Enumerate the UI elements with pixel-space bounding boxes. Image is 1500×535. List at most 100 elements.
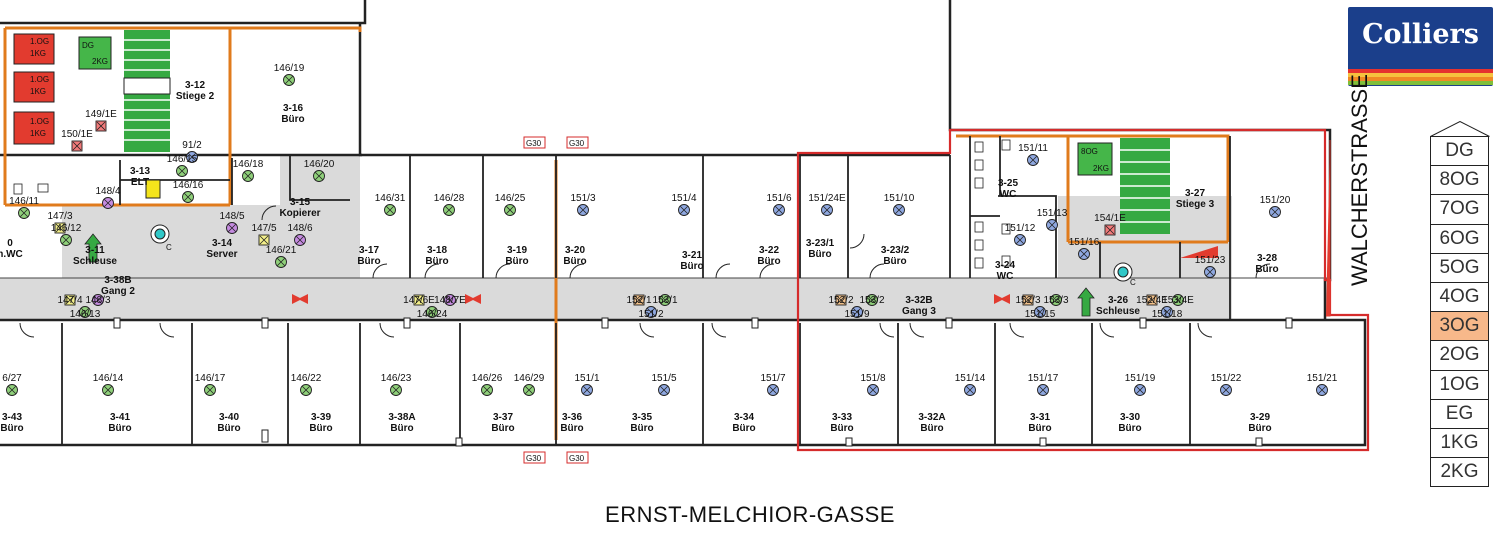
sensor-id: 146/12 xyxy=(51,223,82,234)
detector-symbol xyxy=(79,306,91,318)
floor-3og[interactable]: 3OG xyxy=(1430,312,1489,342)
room-number: 3-34 xyxy=(734,412,754,423)
room-name: Büro xyxy=(1118,423,1141,434)
room-number: 3-23/1 xyxy=(806,238,835,249)
room-name: Gang 3 xyxy=(902,306,936,317)
detector-symbol xyxy=(444,294,456,306)
floor-1og[interactable]: 1OG xyxy=(1430,370,1489,400)
floor-stack-roof xyxy=(1430,121,1490,137)
detector-symbol xyxy=(767,384,779,396)
sensor-id: 147/6E xyxy=(403,295,435,306)
stair-2 xyxy=(123,30,171,152)
sensor-id: 146/18 xyxy=(233,159,264,170)
detector-symbol xyxy=(504,204,516,216)
detector-symbol xyxy=(18,207,30,219)
floor-dg[interactable]: DG xyxy=(1430,136,1489,167)
sensor-id: 151/1 xyxy=(574,373,599,384)
room-number: 3-20 xyxy=(565,245,585,256)
detector-symbol xyxy=(481,384,493,396)
detector-symbol xyxy=(1161,306,1173,318)
floor-2og[interactable]: 2OG xyxy=(1430,341,1489,371)
detector-symbol xyxy=(577,204,589,216)
room-number: 3-25 xyxy=(998,178,1018,189)
floor-2kg[interactable]: 2KG xyxy=(1430,458,1489,488)
sensor-id: 151/23 xyxy=(1195,255,1226,266)
detector-symbol xyxy=(71,140,83,152)
sensor-id: 152/4E xyxy=(1136,295,1168,306)
sensor-id: 153/2 xyxy=(859,295,884,306)
room-name: Gang 2 xyxy=(101,286,135,297)
sensor-id: 151/2 xyxy=(638,309,663,320)
room-name: h.WC xyxy=(0,249,23,260)
detector-symbol xyxy=(182,191,194,203)
room-number: 3-29 xyxy=(1250,412,1270,423)
detector-symbol xyxy=(1078,248,1090,260)
detector-symbol xyxy=(1146,294,1158,306)
room-name: Büro xyxy=(108,423,131,434)
room-number: 3-26 xyxy=(1108,295,1128,306)
sensor-id: 151/8 xyxy=(860,373,885,384)
sensor-id: 146/11 xyxy=(9,196,39,207)
sensor-id: 151/9 xyxy=(844,309,869,320)
room-name: Server xyxy=(206,249,237,260)
room-name: Büro xyxy=(1248,423,1271,434)
floor-7og[interactable]: 7OG xyxy=(1430,195,1489,225)
room-name: Büro xyxy=(0,423,23,434)
detector-symbol xyxy=(893,204,905,216)
detector-symbol xyxy=(1050,294,1062,306)
sensor-id: 148/4 xyxy=(95,186,120,197)
room-number: 3-11 xyxy=(85,245,105,256)
room-name: Büro xyxy=(390,423,413,434)
detector-symbol xyxy=(659,294,671,306)
svg-text:8OG: 8OG xyxy=(1081,147,1098,156)
detector-symbol xyxy=(204,384,216,396)
detector-symbol xyxy=(1269,206,1281,218)
room-number: 3-12 xyxy=(185,80,205,91)
floor-eg[interactable]: EG xyxy=(1430,399,1489,429)
detector-symbol xyxy=(1046,219,1058,231)
lift-shafts xyxy=(13,33,55,145)
corridor-area xyxy=(0,155,1232,320)
detector-symbol xyxy=(1034,306,1046,318)
sensor-id: 151/16 xyxy=(1069,237,1100,248)
svg-text:2KG: 2KG xyxy=(1093,164,1109,173)
detector-symbol xyxy=(176,165,188,177)
floor-1kg[interactable]: 1KG xyxy=(1430,428,1489,459)
sensor-id: 146/14 xyxy=(93,373,124,384)
sensor-id: 148/3 xyxy=(85,295,110,306)
detector-symbol xyxy=(851,306,863,318)
sensor-id: 151/18 xyxy=(1152,309,1183,320)
sensor-id: 146/16 xyxy=(173,180,204,191)
detector-symbol xyxy=(95,120,107,132)
sensor-id: 151/4 xyxy=(671,193,696,204)
floor-5og[interactable]: 5OG xyxy=(1430,253,1489,283)
detector-symbol xyxy=(6,384,18,396)
svg-text:G30: G30 xyxy=(569,454,585,463)
sensor-id: 91/2 xyxy=(182,140,202,151)
sensor-id: 146/20 xyxy=(304,159,335,170)
sensor-id: 146/29 xyxy=(514,373,545,384)
sensor-id: 151/11 xyxy=(1018,143,1048,154)
detector-symbol xyxy=(633,294,645,306)
detector-symbol xyxy=(645,306,657,318)
room-name: Büro xyxy=(808,249,831,260)
detector-symbol xyxy=(313,170,325,182)
floor-8og[interactable]: 8OG xyxy=(1430,166,1489,196)
sensor-id: 148/5 xyxy=(219,211,244,222)
logo-wordmark: Colliers xyxy=(1362,19,1479,50)
sensor-id: 151/13 xyxy=(1037,208,1068,219)
floor-6og[interactable]: 6OG xyxy=(1430,224,1489,254)
room-name: Büro xyxy=(217,423,240,434)
sensor-id: 151/24E xyxy=(808,193,846,204)
detector-symbol xyxy=(102,197,114,209)
detector-symbol xyxy=(1022,294,1034,306)
detector-symbol xyxy=(258,234,270,246)
sensor-id: 147/3 xyxy=(47,211,72,222)
sensor-id: 146/28 xyxy=(434,193,465,204)
room-name: Stiege 3 xyxy=(1176,199,1215,210)
detector-symbol xyxy=(294,234,306,246)
detector-symbol xyxy=(54,222,66,234)
floor-4og[interactable]: 4OG xyxy=(1430,282,1489,313)
room-name: Stiege 2 xyxy=(176,91,215,102)
sensor-id: 6/27 xyxy=(2,373,22,384)
